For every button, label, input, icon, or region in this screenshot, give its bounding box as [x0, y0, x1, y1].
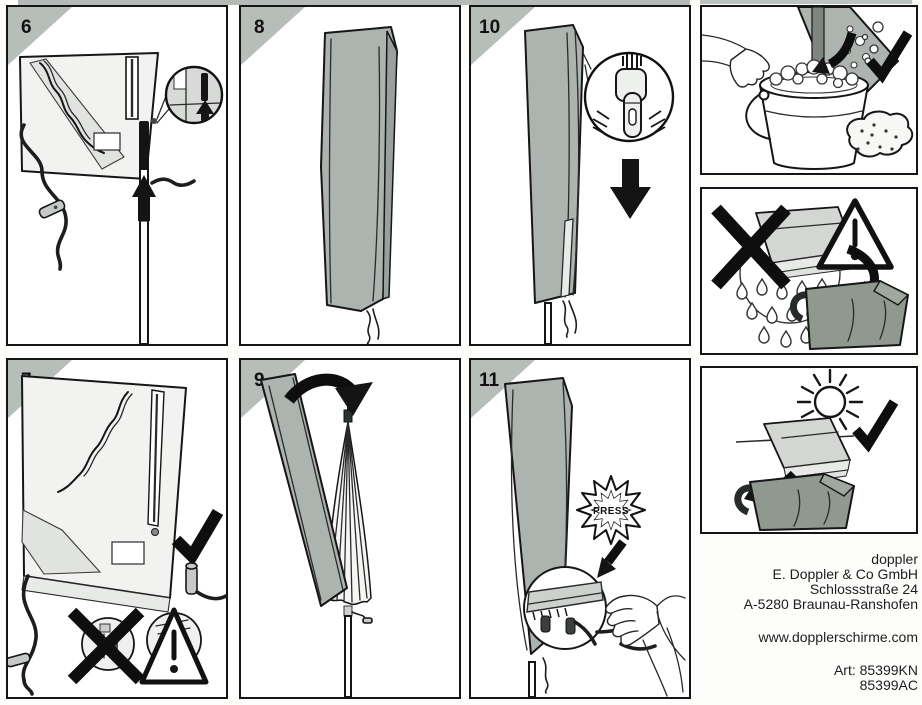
- detail-circle-warning: [139, 607, 209, 685]
- bag-handle: [790, 291, 809, 323]
- scan-artifact: [18, 0, 690, 5]
- step-panel-7: 7: [6, 358, 228, 699]
- checkmark-icon: [852, 399, 899, 453]
- cover-on-umbrella: [524, 24, 584, 344]
- pole: [528, 661, 536, 697]
- company-address-block: doppler E. Doppler & Co GmbH Schlossstra…: [700, 552, 918, 693]
- step-panel-11: 11: [469, 358, 691, 699]
- care-panel-wash: [700, 5, 918, 175]
- washing-hand: [702, 34, 770, 88]
- down-arrow-icon: [610, 159, 651, 219]
- press-burst: PRESS: [576, 475, 646, 545]
- step-number: 6: [21, 17, 32, 38]
- step-panel-10: 10: [469, 5, 691, 346]
- soap-suds: [769, 21, 884, 89]
- zipper-channel: [147, 389, 165, 536]
- street-address: Schlossstraße 24: [809, 581, 918, 597]
- checkmark-icon: [171, 508, 224, 566]
- cord-toggle: [38, 199, 66, 219]
- cover-corner-illustration: [21, 375, 187, 613]
- magnifier-detail-circle: [583, 51, 675, 143]
- curved-arrow-icon: [284, 373, 373, 416]
- care-panel-no-wet-storage: [700, 187, 918, 355]
- checkmark-icon: [866, 30, 913, 84]
- cord: [562, 300, 569, 338]
- step-number-triangle: [471, 7, 535, 65]
- up-arrow-icon: [132, 175, 156, 221]
- cord-toggle: [8, 652, 31, 668]
- wash-bucket: [745, 21, 884, 170]
- article-number-2: 85399AC: [859, 677, 918, 693]
- scan-artifact: [700, 0, 912, 4]
- hem-band: [21, 575, 171, 613]
- zipped-cover-illustration: [320, 26, 398, 344]
- step-number: 11: [479, 370, 500, 391]
- buckle-detail-circle: [523, 566, 607, 650]
- step-number: 9: [254, 370, 265, 391]
- zipper-opening: [560, 218, 574, 298]
- storage-bag: [734, 473, 856, 531]
- callout-line: [582, 52, 592, 70]
- bag-handle: [734, 484, 753, 516]
- strap: [573, 620, 597, 646]
- article-number-1: Art: 85399KN: [833, 662, 918, 678]
- step-panel-9: 9: [239, 358, 461, 699]
- cord: [8, 574, 38, 696]
- sponge: [846, 110, 914, 158]
- cord: [542, 657, 549, 694]
- up-arrow-icon: [196, 100, 214, 122]
- cord: [366, 310, 371, 344]
- zipper-slider: [592, 53, 666, 138]
- buckle: [540, 615, 551, 633]
- magnifier-detail-circle: [164, 65, 224, 125]
- zipper-teeth: [592, 110, 666, 135]
- fixing-pin: [139, 121, 149, 169]
- cord: [19, 123, 196, 271]
- pole: [344, 615, 352, 697]
- cord: [372, 308, 380, 340]
- cross-icon: [67, 607, 145, 685]
- step-panel-8: 8: [239, 5, 461, 346]
- step-number: 10: [479, 17, 500, 38]
- pole: [544, 302, 552, 344]
- label-patch: [111, 541, 145, 565]
- cord: [568, 300, 578, 334]
- zipper-channel: [125, 56, 139, 120]
- company-name: E. Doppler & Co GmbH: [772, 566, 919, 582]
- tilted-cover: [260, 373, 348, 607]
- step-panel-6: 6: [6, 5, 228, 346]
- callout-dot: [151, 118, 157, 124]
- step-number-triangle: [241, 7, 305, 65]
- spacer: [700, 645, 918, 663]
- pin-detail: [201, 73, 208, 101]
- storage-bag: [790, 280, 910, 350]
- folded-cover: [763, 417, 851, 485]
- website-url: www.dopplerschirme.com: [758, 629, 919, 645]
- brand-name: doppler: [871, 551, 918, 567]
- warning-triangle-icon: [139, 607, 209, 685]
- spacer: [700, 612, 918, 630]
- sun-icon: [796, 368, 864, 436]
- cover-corner-illustration: [19, 52, 159, 180]
- sponge-pores: [856, 123, 898, 151]
- step-number: 8: [254, 17, 265, 38]
- step-number-triangle: [471, 360, 535, 418]
- hand-illustration: [605, 594, 686, 697]
- label-patch: [93, 132, 121, 151]
- buckle: [565, 617, 576, 635]
- detail-circle-wrong: [67, 607, 145, 685]
- step-number-triangle: [8, 7, 72, 65]
- care-panel-dry-before-storage: [700, 366, 918, 534]
- cord-toggle: [185, 562, 226, 601]
- callout-line: [156, 108, 170, 124]
- press-label: PRESS: [593, 506, 629, 517]
- city-address: A-5280 Braunau-Ranshofen: [743, 596, 918, 612]
- curved-arrow-icon: [812, 31, 857, 74]
- cross-icon: [711, 204, 791, 290]
- down-left-arrow-icon: [597, 539, 627, 578]
